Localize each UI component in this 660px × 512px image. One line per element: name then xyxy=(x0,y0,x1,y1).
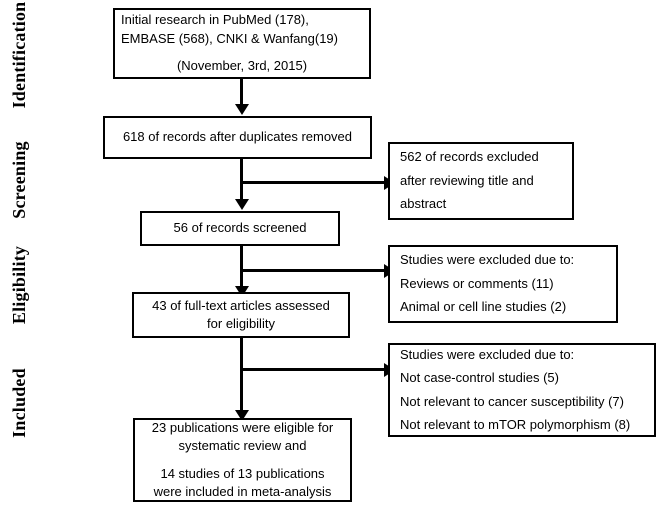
connector-screened-to-fulltext xyxy=(240,245,243,291)
box-excluded-reviews-animal-line-1: Studies were excluded due to: xyxy=(400,252,575,268)
arrowhead-fulltext-to-included xyxy=(234,410,249,421)
connector-initial-to-duplicates xyxy=(240,78,243,108)
arrowhead-initial-to-duplicates xyxy=(234,104,249,115)
stage-label-identification-text: Identification xyxy=(9,1,29,109)
box-full-text-assessed-line-2: for eligibility xyxy=(207,316,275,331)
box-excluded-full-text-line-2: Not case-control studies (5) xyxy=(400,370,559,386)
stage-label-eligibility-text: Eligibility xyxy=(9,245,29,325)
box-duplicates-removed: 618 of records after duplicates removed xyxy=(103,116,372,159)
box-included-final-line-3: 14 studies of 13 publications xyxy=(160,465,325,481)
box-excluded-reviews-animal-line-2: Reviews or comments (11) xyxy=(400,275,554,291)
box-excluded-reviews-animal: Studies were excluded due to: Reviews or… xyxy=(388,245,618,323)
arrowhead-duplicates-to-screened xyxy=(234,199,249,210)
stage-label-included: Included xyxy=(6,338,32,468)
box-excluded-full-text-line-1: Studies were excluded due to: xyxy=(400,346,575,362)
box-initial-research-line-1: Initial research in PubMed (178), xyxy=(121,12,309,28)
box-excluded-title-abstract-line-1: 562 of records excluded xyxy=(400,149,539,165)
box-excluded-full-text-line-4: Not relevant to mTOR polymorphism (8) xyxy=(400,416,631,432)
box-included-final: 23 publications were eligible for system… xyxy=(133,418,352,502)
connector-fulltext-to-included xyxy=(240,337,243,413)
box-duplicates-removed-line-1: 618 of records after duplicates removed xyxy=(122,129,353,145)
stage-label-identification: Identification xyxy=(6,0,32,120)
box-excluded-full-text-line-3: Not relevant to cancer susceptibility (7… xyxy=(400,393,624,409)
box-records-screened: 56 of records screened xyxy=(140,211,340,246)
box-excluded-title-abstract: 562 of records excluded after reviewing … xyxy=(388,142,574,220)
arrowhead-screened-to-fulltext xyxy=(234,286,249,297)
box-records-screened-line-1: 56 of records screened xyxy=(173,220,307,236)
box-excluded-title-abstract-line-2: after reviewing title and xyxy=(400,172,534,188)
box-full-text-assessed: 43 of full-text articles assessed for el… xyxy=(132,292,350,338)
stage-label-eligibility: Eligibility xyxy=(6,220,32,350)
stage-label-screening-text: Screening xyxy=(9,141,29,219)
box-initial-research-line-2: EMBASE (568), CNKI & Wanfang(19) xyxy=(121,30,338,46)
branch-to-excluded-title-abstract xyxy=(240,181,388,184)
box-full-text-assessed-line-1: 43 of full-text articles assessed xyxy=(152,297,330,313)
box-included-final-line-1: 23 publications were eligible for xyxy=(151,419,334,435)
box-excluded-full-text: Studies were excluded due to: Not case-c… xyxy=(388,343,656,437)
box-excluded-title-abstract-line-3: abstract xyxy=(400,196,447,212)
connector-duplicates-to-screened xyxy=(240,158,243,203)
box-initial-research-line-3: (November, 3rd, 2015) xyxy=(176,58,308,74)
box-excluded-reviews-animal-line-3: Animal or cell line studies (2) xyxy=(400,299,567,315)
box-initial-research: Initial research in PubMed (178), EMBASE… xyxy=(113,8,371,79)
box-included-final-line-2: systematic review and xyxy=(178,438,307,454)
box-included-final-line-4: were included in meta-analysis xyxy=(153,483,332,499)
branch-to-excluded-full-text xyxy=(240,368,388,371)
stage-label-included-text: Included xyxy=(9,368,29,438)
branch-to-excluded-reviews-animal xyxy=(240,269,388,272)
